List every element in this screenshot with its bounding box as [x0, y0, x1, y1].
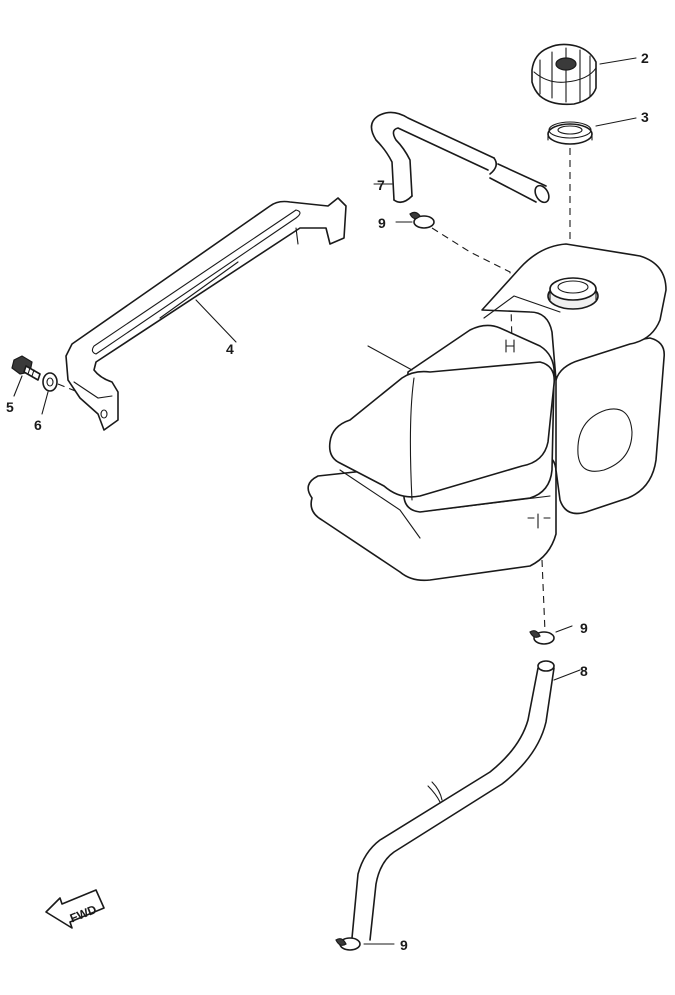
callout-gasket: 3 [641, 109, 649, 125]
fuel-cap [531, 43, 637, 106]
bracket-washer [41, 372, 79, 415]
callout-breather-hose: 7 [377, 177, 385, 193]
callout-washer: 6 [34, 417, 42, 433]
breather-hose [370, 111, 550, 204]
cap-gasket [547, 117, 637, 145]
bracket-bolt [11, 355, 41, 397]
hose-clip-middle [529, 625, 573, 645]
callout-clip-top: 9 [378, 215, 386, 231]
callout-labels: 2 3 4 5 6 7 8 9 9 9 [6, 50, 649, 953]
callout-drain-hose: 8 [580, 663, 588, 679]
callout-clip-middle: 9 [580, 620, 588, 636]
hose-clip-top [395, 211, 435, 229]
hose-clip-bottom [335, 937, 395, 951]
tank-bracket [65, 197, 347, 431]
callout-clip-bottom: 9 [400, 937, 408, 953]
drain-hose [351, 660, 581, 941]
forward-arrow: FWD [45, 889, 105, 929]
callout-bracket: 4 [226, 341, 234, 357]
callout-cap: 2 [641, 50, 649, 66]
callout-bolt: 5 [6, 399, 14, 415]
fuel-tank [307, 243, 667, 582]
